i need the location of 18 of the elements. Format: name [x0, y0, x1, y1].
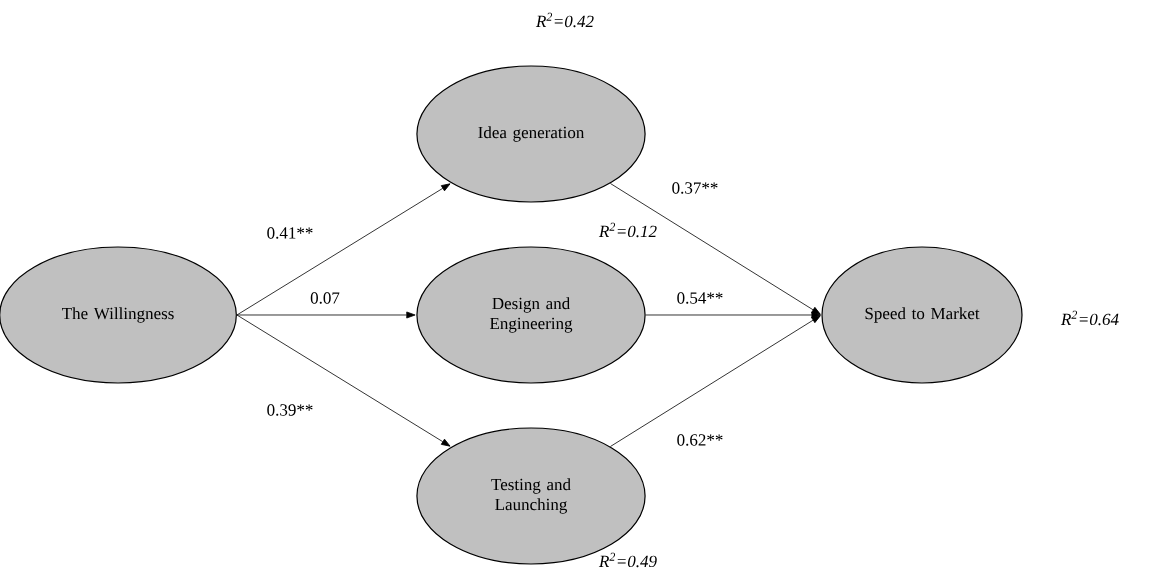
edge-label: 0.54**: [677, 292, 723, 304]
r-squared-label: R$^{2}$=0.42: [535, 12, 594, 28]
edge-label: 0.62**: [677, 434, 723, 446]
r-squared-label: R$^{2}$=0.64: [1060, 310, 1119, 326]
arrow: [236, 314, 451, 447]
ellipse-node: Idea generation: [416, 65, 646, 203]
arrow: [610, 183, 821, 315]
arrow: [610, 315, 821, 447]
arrow: [236, 183, 451, 316]
arrow: [236, 311, 416, 319]
r-squared-label: R$^{2}$=0.12: [598, 222, 657, 238]
edge-label: 0.37**: [672, 182, 718, 194]
ellipse-node: Speed to Market: [821, 246, 1023, 384]
edge-label: 0.39**: [267, 404, 313, 416]
edge-label: 0.07: [310, 292, 340, 304]
arrow: [645, 311, 821, 319]
ellipse-node: Design and Engineering: [416, 246, 646, 384]
edge-label: 0.41**: [267, 227, 313, 239]
